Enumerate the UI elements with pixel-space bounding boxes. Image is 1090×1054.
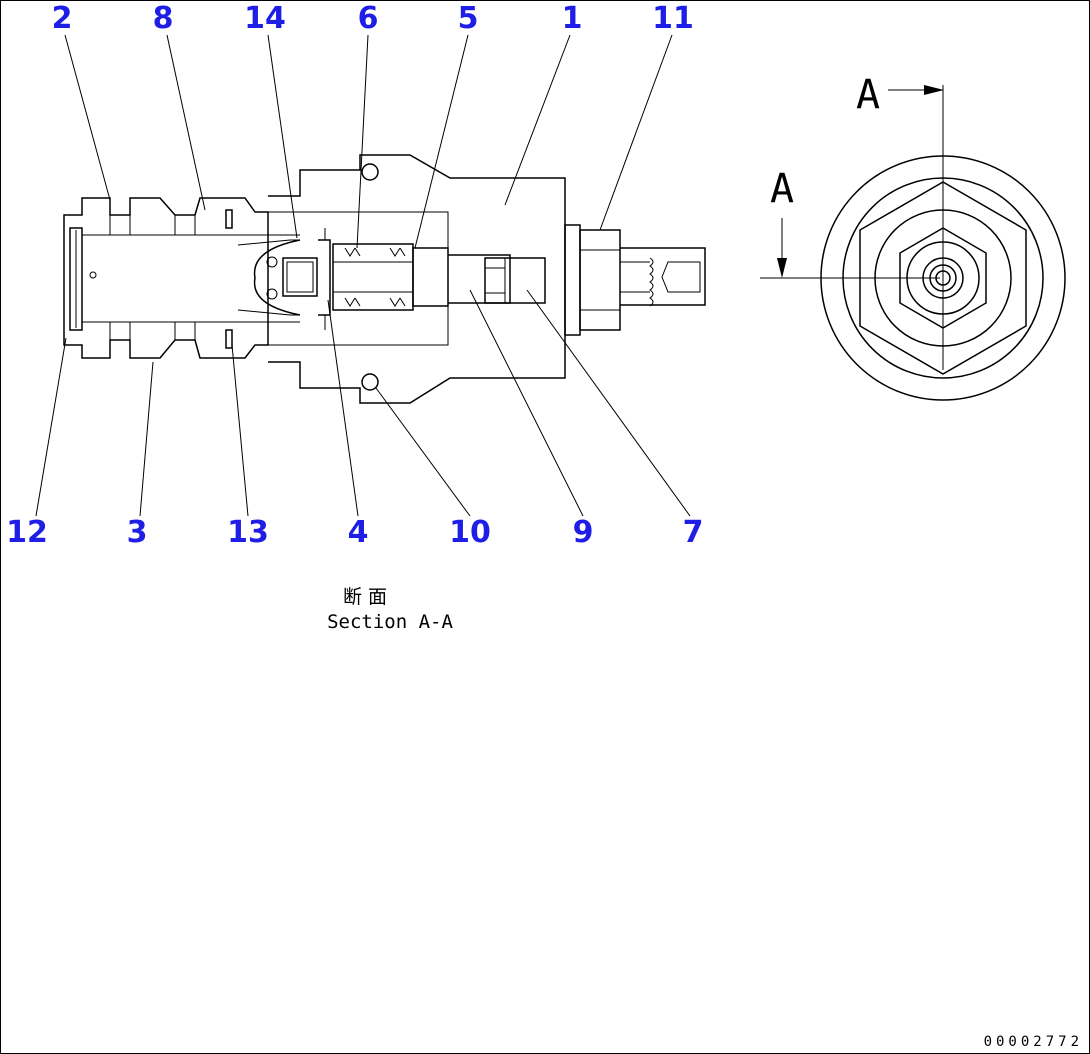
callout-4: 4 [348,515,369,550]
callout-14: 14 [244,1,286,36]
callout-7: 7 [683,515,704,550]
section-mark-top: A [856,72,880,118]
section-mark-side: A [770,166,794,212]
section-line-markers [760,85,944,370]
callout-5: 5 [458,1,479,36]
lock-nut-and-end [564,224,706,336]
callout-12: 12 [6,515,48,550]
spring-and-piston [332,243,546,311]
caption-jp: 断 面 [343,586,387,608]
sleeve-left [63,197,300,359]
spool [237,228,331,330]
callout-1: 1 [562,1,583,36]
callout-3: 3 [127,515,148,550]
callout-9: 9 [573,515,594,550]
callout-11: 11 [652,1,694,36]
callout-10: 10 [449,515,491,550]
callout-6: 6 [358,1,379,36]
callout-2: 2 [52,1,73,36]
drawing-number: 00002772 [984,1034,1083,1050]
callout-13: 13 [227,515,269,550]
callout-8: 8 [153,1,174,36]
leader-lines [35,34,691,517]
caption-en: Section A-A [327,611,453,633]
